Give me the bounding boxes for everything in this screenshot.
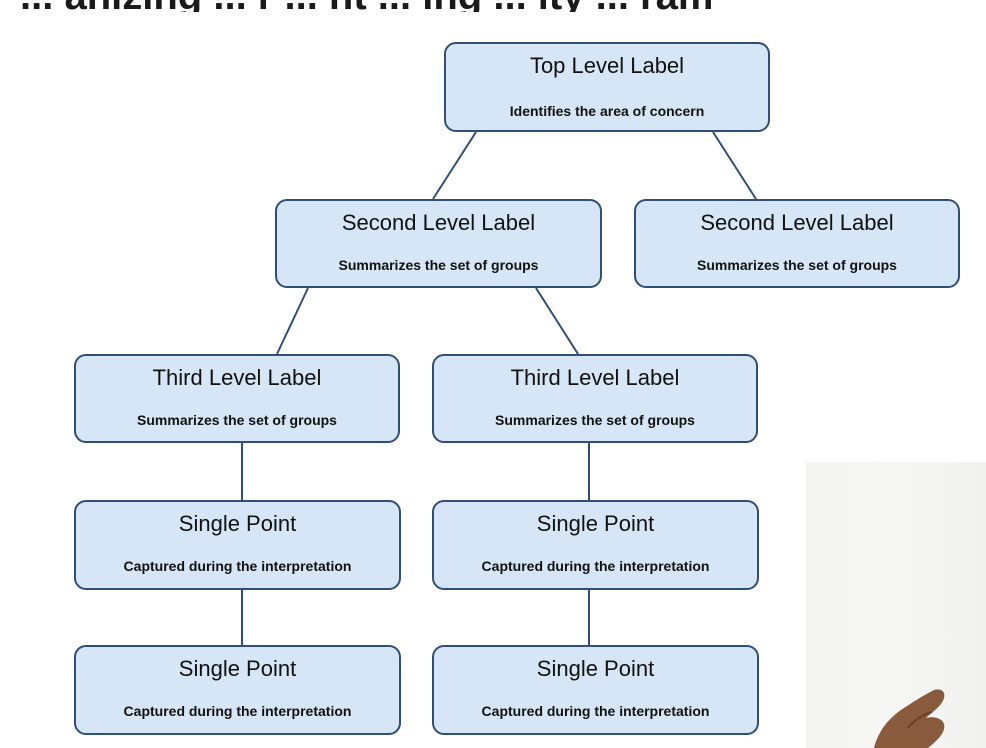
- node-title: Third Level Label: [152, 365, 322, 390]
- node-description: Summarizes the set of groups: [338, 257, 539, 273]
- node-title: Third Level Label: [510, 365, 680, 390]
- cropped-slide-title: ... anizing ... r ... nt ... ing ... ity…: [0, 0, 986, 12]
- slide-title-text: ... anizing ... r ... nt ... ing ... ity…: [20, 0, 713, 12]
- node-title: Single Point: [536, 656, 655, 681]
- node-title: Single Point: [178, 511, 297, 536]
- node-second-level-right: Second Level Label Summarizes the set of…: [634, 199, 960, 288]
- node-single-point-right-2: Single Point Captured during the interpr…: [432, 645, 759, 735]
- node-title: Second Level Label: [341, 210, 536, 235]
- node-title: Second Level Label: [700, 210, 894, 235]
- node-description: Summarizes the set of groups: [137, 412, 337, 428]
- node-third-level-right: Third Level Label Summarizes the set of …: [432, 354, 758, 443]
- node-single-point-right-1: Single Point Captured during the interpr…: [432, 500, 759, 590]
- node-description: Captured during the interpretation: [481, 703, 710, 719]
- node-description: Captured during the interpretation: [481, 558, 710, 574]
- node-description: Captured during the interpretation: [123, 558, 352, 574]
- node-description: Identifies the area of concern: [509, 103, 705, 119]
- node-top-level: Top Level Label Identifies the area of c…: [444, 42, 770, 132]
- node-title: Single Point: [178, 656, 297, 681]
- node-single-point-left-1: Single Point Captured during the interpr…: [74, 500, 401, 590]
- speaker-hand-icon: [874, 689, 945, 748]
- connector-top-to-second-right: [712, 131, 757, 200]
- connector-second-left-to-third-left: [276, 287, 309, 355]
- node-title: Single Point: [536, 511, 655, 536]
- speaker-video-overlay: [806, 462, 986, 748]
- node-description: Summarizes the set of groups: [495, 412, 695, 428]
- connector-second-left-to-third-right: [535, 287, 579, 355]
- node-title: Top Level Label: [529, 53, 685, 78]
- node-second-level-left: Second Level Label Summarizes the set of…: [275, 199, 602, 288]
- node-third-level-left: Third Level Label Summarizes the set of …: [74, 354, 400, 443]
- connector-top-to-second-left: [432, 131, 477, 200]
- node-description: Summarizes the set of groups: [697, 257, 897, 273]
- node-description: Captured during the interpretation: [123, 703, 352, 719]
- node-single-point-left-2: Single Point Captured during the interpr…: [74, 645, 401, 735]
